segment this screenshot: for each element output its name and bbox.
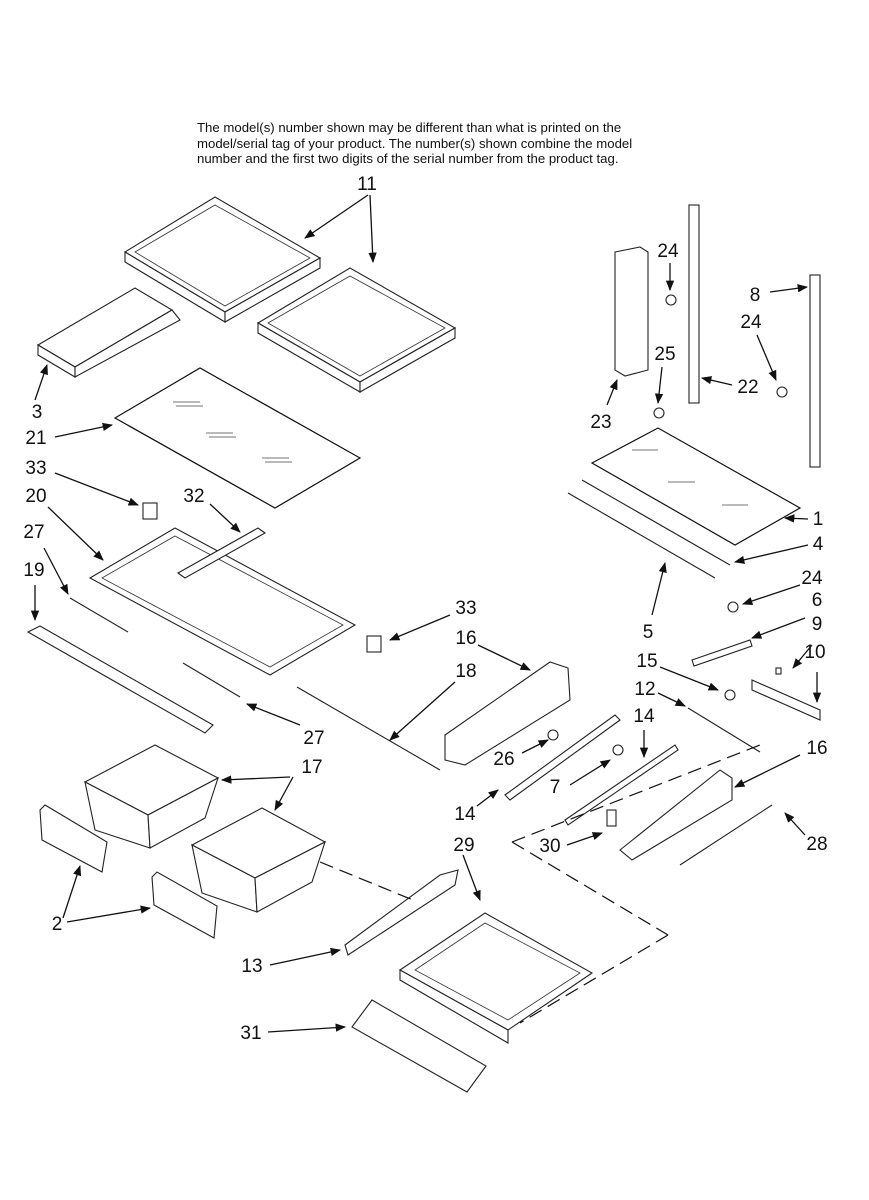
slide-support[interactable] [751, 679, 821, 721]
callout-8: 8 [750, 285, 761, 306]
screw-mid[interactable] [727, 601, 739, 613]
screw-rail[interactable] [612, 744, 624, 756]
shelf-trim-front[interactable] [581, 479, 731, 566]
drawer-front[interactable] [351, 999, 487, 1093]
model-number-disclaimer: The model(s) number shown may be differe… [197, 120, 717, 167]
callout-25: 25 [654, 344, 675, 365]
callout-31: 31 [240, 1023, 261, 1044]
disclaimer-line: The model(s) number shown may be differe… [197, 120, 622, 135]
drawer-handle-upper[interactable] [39, 804, 108, 873]
callout-22: 22 [737, 377, 758, 398]
end-cap-left[interactable] [142, 502, 158, 520]
drawer-handle-lower[interactable] [151, 871, 218, 939]
end-cap-right[interactable] [366, 635, 382, 653]
trim-strip[interactable] [26, 625, 214, 734]
glass-shelf-right[interactable] [590, 427, 802, 546]
shelf-frame[interactable] [88, 527, 357, 676]
disclaimer-line: model/serial tag of your product. The nu… [197, 135, 633, 151]
drawer-divider[interactable] [344, 869, 459, 956]
clip[interactable] [775, 667, 782, 675]
shelf-assembly-upper[interactable] [123, 196, 322, 323]
screw-drawer[interactable] [547, 729, 559, 741]
callout-30: 30 [539, 836, 560, 857]
small-shelf[interactable] [36, 287, 181, 378]
callout-19: 19 [23, 560, 44, 581]
callout-17: 17 [301, 757, 322, 778]
callout-13: 13 [241, 956, 262, 977]
callout-3: 3 [32, 402, 43, 423]
disclaimer-line: number and the first two digits of the s… [197, 151, 619, 166]
callout-27: 27 [303, 728, 324, 749]
callout-29: 29 [453, 835, 474, 856]
callout-24: 24 [657, 241, 679, 262]
crisper-drawer-lower[interactable] [190, 807, 327, 913]
callout-18: 18 [455, 661, 476, 682]
callout-6: 6 [812, 590, 823, 611]
slide-rail-right[interactable] [564, 744, 679, 826]
callout-33: 33 [25, 458, 46, 479]
callout-15: 15 [636, 651, 657, 672]
callout-10: 10 [804, 642, 825, 663]
link-rod[interactable] [679, 804, 773, 866]
shelf-trim-rear[interactable] [567, 492, 716, 579]
shelf-ladder[interactable] [688, 204, 700, 404]
side-rail[interactable] [809, 274, 821, 468]
slide-rod-right[interactable] [182, 662, 241, 698]
rod[interactable] [296, 686, 441, 771]
damper-rod[interactable] [687, 707, 761, 753]
callout-9: 9 [812, 614, 823, 635]
screw-top[interactable] [665, 294, 677, 306]
screw-side[interactable] [776, 386, 788, 398]
callout-1: 1 [813, 509, 824, 530]
crisper-drawer-upper[interactable] [83, 744, 220, 849]
leader-lines [30, 194, 822, 1033]
callout-24: 24 [801, 568, 823, 589]
callout-12: 12 [634, 679, 655, 700]
callout-2: 2 [52, 914, 63, 935]
callout-23: 23 [590, 412, 611, 433]
callout-20: 20 [25, 486, 46, 507]
callout-26: 26 [493, 749, 514, 770]
callout-5: 5 [643, 622, 654, 643]
shelf-assembly-lower[interactable] [256, 267, 457, 393]
callout-27: 27 [23, 522, 44, 543]
callout-21: 21 [25, 428, 46, 449]
ladder-channel[interactable] [614, 246, 649, 377]
drawer-slide-right[interactable] [619, 769, 733, 861]
callout-24: 24 [740, 312, 762, 333]
drawer-slide-left[interactable] [444, 661, 571, 766]
screw-slide[interactable] [724, 689, 736, 701]
callout-labels: 11 3 21 33 20 32 27 19 33 16 18 27 17 2 … [23, 174, 827, 1044]
glass-shelf-left[interactable] [113, 367, 362, 509]
callout-4: 4 [813, 534, 824, 555]
callout-11: 11 [357, 174, 377, 195]
callout-16: 16 [455, 628, 476, 649]
callout-28: 28 [806, 834, 827, 855]
callout-16: 16 [806, 738, 827, 759]
bracket[interactable] [691, 639, 753, 667]
callout-14: 14 [454, 804, 476, 825]
screw-bracket[interactable] [653, 407, 665, 419]
assembly-dashed-lines [319, 744, 761, 1024]
clip-bracket[interactable] [606, 809, 617, 827]
callout-32: 32 [183, 486, 204, 507]
callout-33: 33 [455, 598, 476, 619]
deli-drawer[interactable] [398, 912, 594, 1044]
callout-7: 7 [550, 777, 561, 798]
slide-rail-left[interactable] [504, 714, 621, 801]
callout-14: 14 [633, 706, 655, 727]
frame-rail[interactable] [176, 527, 267, 579]
slide-rod-left[interactable] [69, 597, 129, 633]
